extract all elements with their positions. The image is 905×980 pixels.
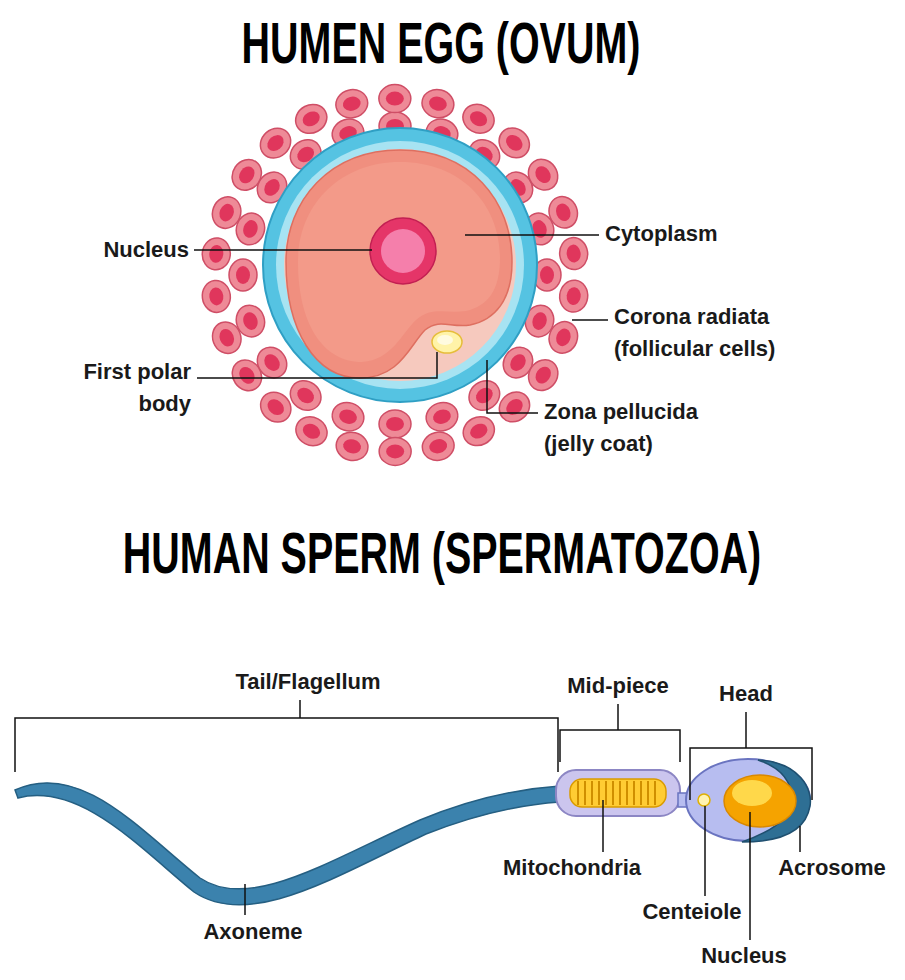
part-label: Zona pellucida (jelly coat) bbox=[544, 396, 724, 460]
section-label: Mid-piece bbox=[567, 670, 668, 702]
follicular-cell bbox=[458, 411, 499, 451]
follicular-cell bbox=[226, 154, 267, 196]
follicular-cell bbox=[458, 99, 499, 139]
follicular-cell bbox=[422, 398, 461, 435]
follicular-cell bbox=[558, 236, 590, 271]
follicular-cell bbox=[200, 279, 232, 314]
part-label: Cytoplasm bbox=[605, 218, 717, 250]
heading: HUMAN SPERM (SPERMATOZOA) bbox=[123, 524, 761, 582]
follicular-cell bbox=[545, 317, 583, 357]
sperm-brackets bbox=[15, 700, 812, 800]
section-label: Head bbox=[719, 678, 773, 710]
corona-cells bbox=[200, 85, 589, 466]
follicular-cell bbox=[208, 318, 246, 358]
sperm-leader-lines bbox=[245, 800, 800, 940]
sperm-illustration bbox=[15, 759, 810, 905]
follicular-cell bbox=[333, 86, 371, 121]
follicular-cell bbox=[379, 85, 411, 113]
part-label: Centeiole bbox=[642, 896, 741, 928]
follicular-cell bbox=[523, 354, 564, 396]
follicular-cell bbox=[291, 99, 332, 139]
part-label: First polar body bbox=[51, 356, 191, 420]
follicular-cell bbox=[200, 236, 232, 271]
follicular-cell bbox=[254, 122, 297, 164]
follicular-cell bbox=[493, 386, 536, 428]
section-label: Tail/Flagellum bbox=[235, 666, 380, 698]
follicular-cell bbox=[379, 410, 411, 438]
follicular-cell bbox=[226, 354, 267, 396]
follicular-cell bbox=[419, 429, 457, 464]
part-label: Axoneme bbox=[203, 916, 302, 948]
follicular-cell bbox=[333, 429, 371, 464]
follicular-cell bbox=[328, 398, 367, 435]
follicular-cell bbox=[229, 259, 257, 291]
heading: HUMEN EGG (OVUM) bbox=[242, 14, 641, 72]
follicular-cell bbox=[522, 154, 563, 196]
part-label: Nucleus bbox=[103, 234, 189, 266]
part-label: Acrosome bbox=[778, 852, 886, 884]
part-label: Nucleus bbox=[701, 940, 787, 972]
follicular-cell bbox=[291, 411, 332, 451]
part-label: Corona radiata (follicular cells) bbox=[614, 301, 814, 365]
follicular-cell bbox=[558, 279, 590, 314]
ovum-illustration bbox=[263, 128, 537, 402]
follicular-cell bbox=[493, 122, 536, 164]
part-label: Mitochondria bbox=[503, 852, 641, 884]
follicular-cell bbox=[208, 193, 246, 233]
follicular-cell bbox=[379, 437, 411, 465]
ovum-leader-lines bbox=[194, 235, 608, 413]
follicular-cell bbox=[419, 86, 457, 121]
follicular-cell bbox=[544, 192, 582, 232]
follicular-cell bbox=[254, 386, 297, 428]
